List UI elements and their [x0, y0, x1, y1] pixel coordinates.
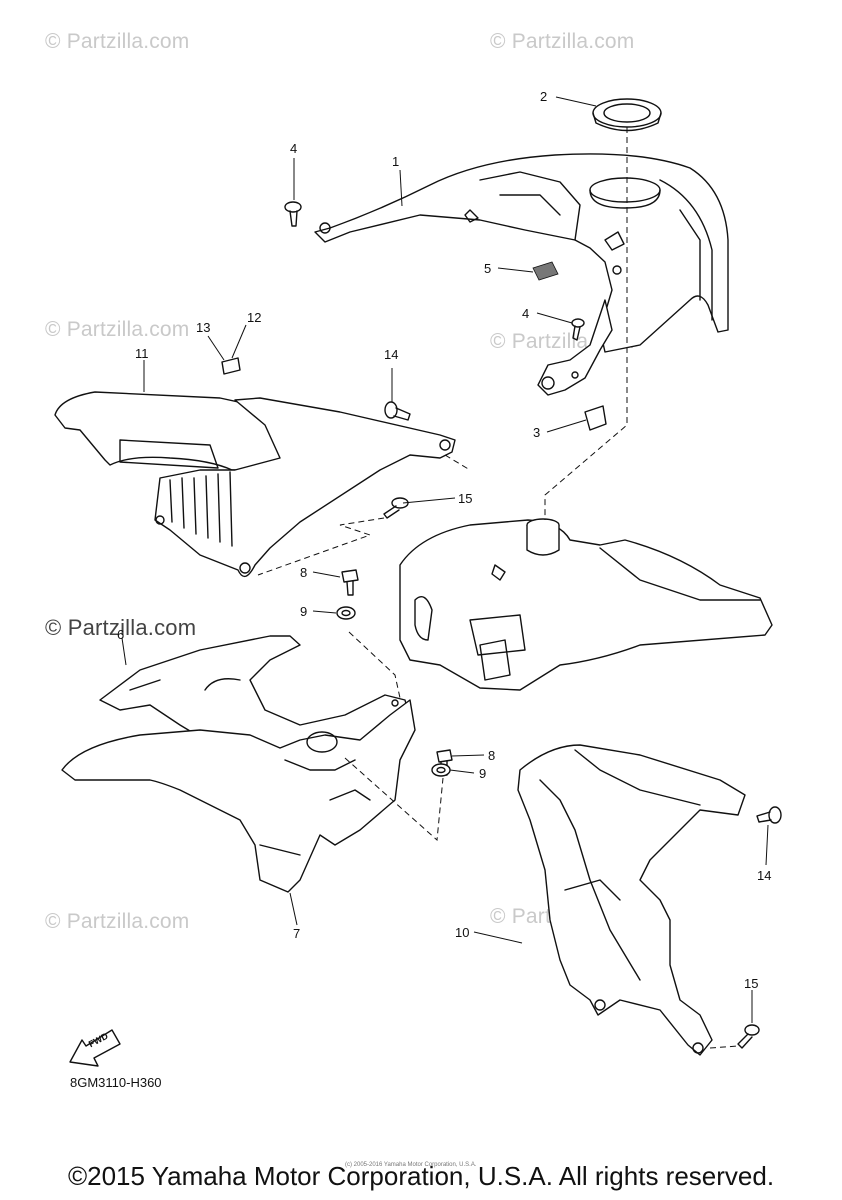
- part-14-screw-right: [756, 806, 782, 824]
- tiny-copyright-note: (c) 2005-2016 Yamaha Motor Corporation, …: [345, 1162, 477, 1168]
- callout-9-lower: 9: [479, 766, 487, 781]
- callout-10: 10: [455, 925, 470, 940]
- callout-7: 7: [293, 926, 301, 941]
- callout-1: 1: [392, 154, 400, 169]
- watermark: © Partzilla.com: [490, 30, 635, 53]
- leader-lines: [121, 96, 769, 1023]
- callout-8-lower: 8: [488, 748, 496, 763]
- watermark: © Partzilla.com: [45, 318, 190, 341]
- part-2-cap-ring: [592, 98, 662, 132]
- alignment-lines: [257, 127, 739, 1049]
- callout-9-upper: 9: [300, 604, 308, 619]
- watermark: © Partzilla.com: [45, 30, 190, 53]
- callout-15-top: 15: [458, 491, 473, 506]
- callout-14-right: 14: [757, 868, 772, 883]
- part-3-bracket: [537, 299, 613, 431]
- part-9-washer-lower: [431, 763, 451, 777]
- copyright-notice: ©2015 Yamaha Motor Corporation, U.S.A. A…: [67, 1161, 775, 1191]
- callout-15-bottom: 15: [744, 976, 759, 991]
- callout-12: 12: [247, 310, 262, 325]
- watermark-dark: © Partzilla.com: [45, 615, 197, 640]
- part-1-tank-cover: [314, 153, 729, 353]
- callout-3: 3: [533, 425, 541, 440]
- part-8-bolt-upper: [341, 569, 359, 596]
- fuel-tank: [399, 518, 773, 691]
- callout-4-right: 4: [522, 306, 530, 321]
- callout-8-upper: 8: [300, 565, 308, 580]
- part-4-bolt-right: [571, 318, 585, 341]
- part-9-washer-upper: [336, 606, 356, 620]
- part-13-damper: [221, 357, 241, 375]
- part-7-lower-panel: [61, 699, 416, 893]
- callout-4-top: 4: [290, 141, 298, 156]
- part-10-side-cover-right: [517, 744, 746, 1056]
- callout-6: 6: [117, 627, 125, 642]
- callout-13: 13: [196, 320, 211, 335]
- callout-5: 5: [484, 261, 492, 276]
- diagram-reference: 8GM3110-H360: [70, 1075, 162, 1090]
- callout-2: 2: [540, 89, 548, 104]
- callout-11: 11: [135, 346, 149, 361]
- watermark: © Partzilla.com: [45, 910, 190, 933]
- part-5-clip: [532, 261, 559, 281]
- fwd-arrow: [69, 1029, 121, 1067]
- callout-14-left: 14: [384, 347, 399, 362]
- part-4-bolt-top: [284, 201, 302, 227]
- part-15-screw-top: [383, 497, 409, 519]
- part-15-screw-bottom: [737, 1024, 760, 1049]
- part-14-screw-left: [384, 401, 411, 421]
- part-11-side-cover-left: [54, 391, 456, 578]
